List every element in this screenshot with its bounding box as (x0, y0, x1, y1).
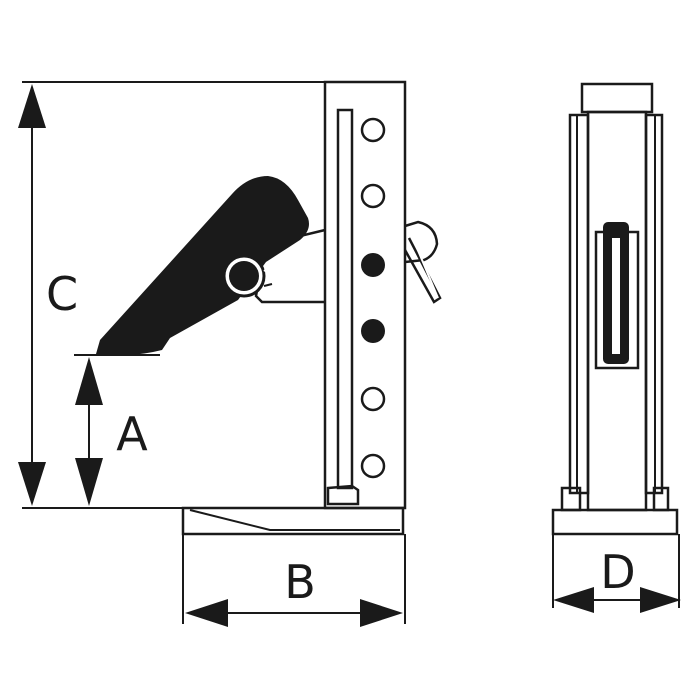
dimension-c: C (18, 84, 78, 506)
guide-slot (336, 108, 354, 490)
arrow-head-left (185, 599, 228, 627)
dimension-label-b: B (284, 555, 316, 609)
dimension-b: B (182, 534, 406, 627)
dimension-label-a: A (116, 407, 148, 461)
arrow-head-up (18, 84, 46, 128)
arrow-head-up (75, 357, 103, 405)
adjust-hole-filled (361, 253, 385, 277)
adjust-hole (360, 453, 386, 479)
locking-pin (403, 220, 442, 304)
base-foot-bevel (189, 509, 400, 531)
front-base (551, 508, 679, 536)
front-left-rail (568, 113, 590, 495)
arrow-head-down (18, 462, 46, 506)
cam-jaw-arm (96, 176, 309, 356)
pivot-pin-core (229, 261, 259, 291)
dimension-label-c: C (46, 267, 78, 321)
arrow-head-right (360, 599, 403, 627)
adjust-hole-filled (361, 319, 385, 343)
base-foot (181, 506, 405, 536)
arrow-head-left (553, 587, 594, 613)
adjust-hole (360, 386, 386, 412)
adjust-hole (360, 183, 386, 209)
dimension-a: A (75, 357, 148, 506)
arrow-head-right (640, 587, 681, 613)
front-top-cap (580, 82, 654, 114)
slider-block (326, 484, 360, 506)
dimension-d: D (552, 534, 681, 613)
dimension-label-d: D (600, 545, 635, 599)
adjust-hole (360, 117, 386, 143)
side-view: C A B (18, 80, 442, 627)
arrow-head-down (75, 458, 103, 506)
front-view: D (551, 82, 681, 613)
